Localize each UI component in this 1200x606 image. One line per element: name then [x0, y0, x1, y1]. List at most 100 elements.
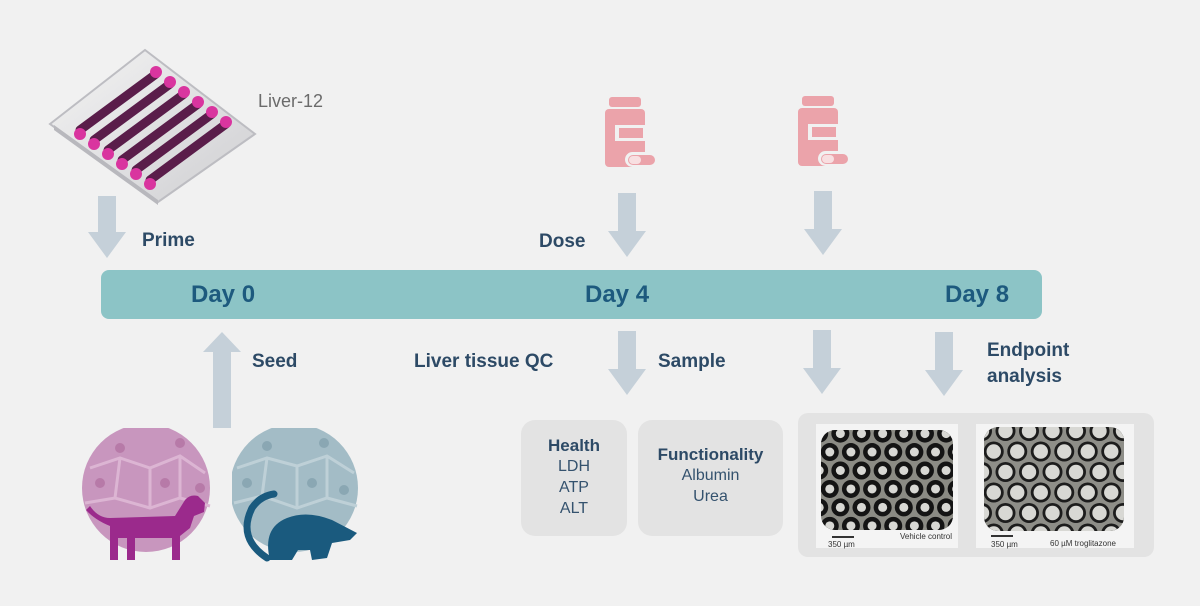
well-center: [846, 484, 856, 494]
well-center: [1092, 427, 1107, 439]
well-center: [1068, 505, 1084, 521]
timeline-bar: Day 0 Day 4 Day 8: [101, 270, 1042, 319]
well-center: [1068, 427, 1084, 439]
health-item: LDH: [557, 458, 590, 475]
well-center: [1104, 526, 1119, 531]
well-center: [899, 502, 909, 512]
well-center: [835, 502, 845, 512]
well-center: [846, 447, 856, 457]
dose-label: Dose: [539, 231, 586, 252]
functionality-card: Functionality Albumin Urea: [638, 420, 783, 536]
prime-label: Prime: [142, 230, 195, 251]
rat-hepatocytes-icon: [230, 424, 372, 573]
well-center: [1092, 464, 1107, 480]
well-center: [984, 506, 990, 520]
well-center: [931, 484, 941, 494]
well-center: [931, 447, 941, 457]
well: [821, 498, 829, 517]
health-item: ATP: [559, 479, 589, 496]
well-center: [1045, 464, 1060, 480]
well-center: [867, 484, 877, 494]
micrograph-panel: 350 µm Vehicle control 350 µm 60 µM trog…: [798, 413, 1154, 557]
functionality-item: Urea: [693, 488, 728, 505]
well-center: [909, 447, 919, 457]
dose-arrow-icon: [608, 193, 646, 259]
well-center: [998, 505, 1013, 521]
seed-label: Seed: [252, 351, 298, 372]
well-center: [931, 521, 941, 530]
seed-arrow-icon: [203, 332, 241, 428]
well-center: [941, 466, 951, 475]
well-center: [835, 466, 845, 475]
well-center: [986, 444, 1001, 459]
well-center: [952, 523, 953, 529]
scale-label: 350 µm: [991, 540, 1018, 549]
well-center: [1115, 464, 1124, 480]
micrograph-caption: 60 µM troglitazone: [1050, 539, 1116, 548]
day-8-label: Day 8: [945, 281, 1010, 308]
functionality-item: Albumin: [681, 467, 740, 484]
well-center: [825, 521, 835, 530]
sample-label: Sample: [658, 351, 726, 372]
scale-bar: [832, 536, 854, 538]
well-center: [857, 430, 866, 439]
well-center: [1057, 444, 1072, 459]
liver-tissue-qc-label: Liver tissue QC: [414, 351, 554, 372]
endpoint-analysis-label: Endpoint analysis: [987, 338, 1069, 390]
spheroid-array-image: [821, 430, 953, 530]
day-0-label: Day 0: [191, 281, 256, 308]
well-center: [941, 502, 951, 512]
well-center: [1080, 444, 1095, 459]
endpoint-arrow-icon: [925, 332, 963, 398]
well-center: [1068, 464, 1084, 480]
well-center: [821, 503, 824, 512]
well-center: [1057, 526, 1072, 531]
well-center: [867, 447, 877, 457]
health-card-title: Health: [548, 436, 600, 455]
well-center: [920, 430, 930, 439]
day-4-label: Day 4: [585, 281, 650, 308]
well-center: [888, 447, 898, 457]
well-center: [909, 484, 919, 494]
well-center: [986, 485, 1001, 500]
well-center: [888, 484, 898, 494]
well-center: [1092, 505, 1107, 521]
well-center: [825, 447, 835, 457]
well-center: [1021, 464, 1037, 480]
prime-arrow-icon: [88, 196, 126, 260]
scale-bar: [991, 535, 1013, 537]
well-center: [1010, 526, 1025, 531]
well-center: [920, 466, 930, 475]
well-center: [878, 430, 888, 439]
micrograph-troglitazone: 350 µm 60 µM troglitazone: [976, 424, 1134, 549]
dose-arrow-icon: [804, 191, 842, 257]
well-center: [878, 466, 888, 475]
well-center: [1045, 505, 1060, 521]
well-center: [888, 521, 898, 530]
scale-label: 350 µm: [828, 540, 855, 549]
well-center: [846, 521, 856, 530]
sample-arrow-icon: [803, 330, 841, 396]
endpoint-label-line-2: analysis: [987, 366, 1062, 387]
health-item: ALT: [559, 500, 589, 517]
well: [947, 480, 953, 498]
well-center: [1033, 526, 1048, 531]
well-center: [1021, 427, 1037, 439]
micrograph-vehicle-control: 350 µm Vehicle control: [816, 424, 958, 549]
micrograph-image: [984, 427, 1124, 531]
drug-bottle-icon: [798, 96, 850, 173]
sample-arrow-icon: [608, 331, 646, 397]
well-center: [899, 430, 909, 439]
well-center: [984, 465, 990, 479]
endpoint-label-line-1: Endpoint: [987, 340, 1070, 361]
device-name-label: Liver-12: [258, 91, 324, 111]
well-center: [825, 484, 835, 494]
well-center: [857, 466, 866, 475]
health-card: Health LDH ATP ALT: [521, 420, 627, 536]
well-center: [952, 449, 953, 455]
well-center: [998, 464, 1013, 480]
liver-12-plate-image: [40, 42, 265, 207]
well-center: [1080, 485, 1095, 500]
well: [821, 461, 829, 480]
well-center: [1045, 427, 1060, 439]
